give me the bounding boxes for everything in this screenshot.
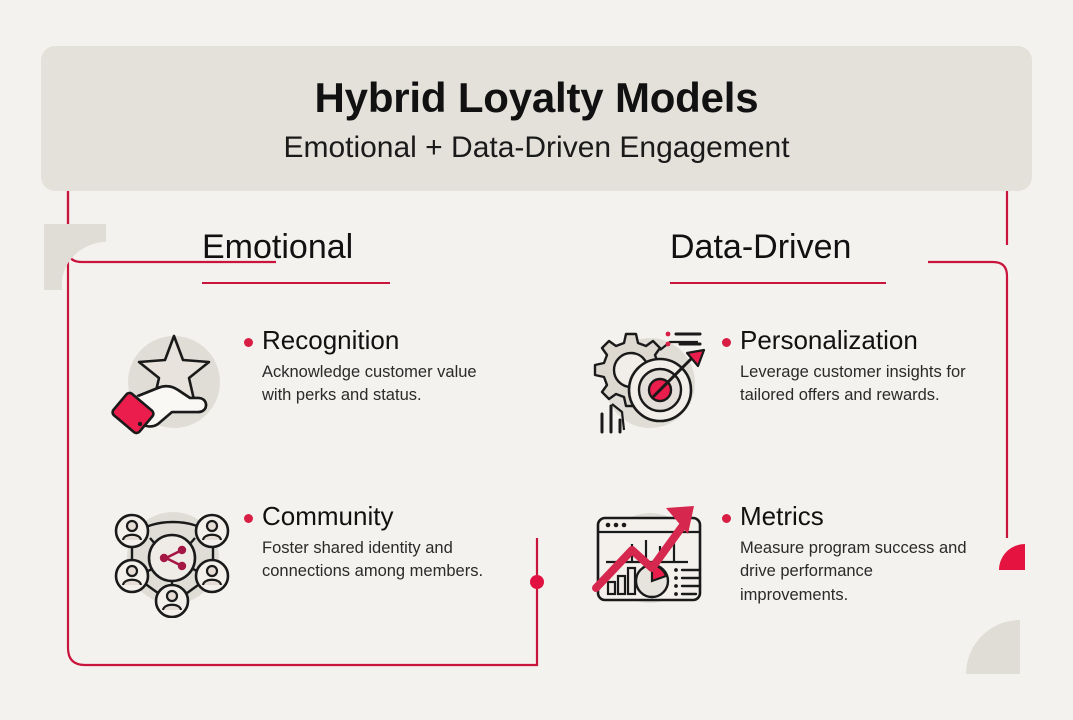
column-heading-emotional: Emotional bbox=[202, 228, 354, 266]
list-item: Personalization Leverage customer insigh… bbox=[588, 320, 982, 442]
hand-holding-star-icon bbox=[110, 320, 232, 442]
page-title: Hybrid Loyalty Models bbox=[314, 74, 759, 121]
column-underline-data-driven bbox=[670, 282, 886, 284]
corner-accent-quarter-circle bbox=[999, 544, 1025, 570]
page-subtitle: Emotional + Data-Driven Engagement bbox=[283, 131, 790, 164]
corner-ornament-top-left bbox=[44, 224, 106, 290]
list-item-title: Recognition bbox=[244, 325, 494, 356]
list-item-text: Community Foster shared identity and con… bbox=[244, 496, 494, 584]
list-item-title: Metrics bbox=[722, 501, 982, 532]
column-data-driven: Data-Driven bbox=[588, 228, 1028, 604]
dashboard-growth-chart-icon bbox=[588, 496, 710, 618]
list-item: Community Foster shared identity and con… bbox=[110, 496, 494, 618]
gear-target-icon bbox=[588, 320, 710, 442]
list-item-description: Measure program success and drive perfor… bbox=[740, 538, 967, 604]
list-item-text: Recognition Acknowledge customer value w… bbox=[244, 320, 494, 408]
header-panel: Hybrid Loyalty Models Emotional + Data-D… bbox=[41, 46, 1032, 191]
column-underline-emotional bbox=[202, 282, 390, 284]
list-item-text: Personalization Leverage customer insigh… bbox=[722, 320, 982, 408]
accent-dot bbox=[530, 575, 544, 589]
corner-ornament-bottom-right bbox=[966, 620, 1020, 674]
list-item: Recognition Acknowledge customer value w… bbox=[110, 320, 494, 442]
list-item: Metrics Measure program success and driv… bbox=[588, 496, 982, 618]
list-item-text: Metrics Measure program success and driv… bbox=[722, 496, 982, 607]
list-item-description: Foster shared identity and connections a… bbox=[262, 538, 484, 581]
list-item-title: Community bbox=[244, 501, 494, 532]
list-item-description: Leverage customer insights for tailored … bbox=[740, 362, 966, 405]
community-network-icon bbox=[110, 496, 232, 618]
list-item-description: Acknowledge customer value with perks an… bbox=[262, 362, 477, 405]
list-item-title: Personalization bbox=[722, 325, 982, 356]
column-heading-data-driven: Data-Driven bbox=[670, 228, 852, 266]
column-emotional: Emotional Recognition Acknowledge custom… bbox=[110, 228, 540, 618]
